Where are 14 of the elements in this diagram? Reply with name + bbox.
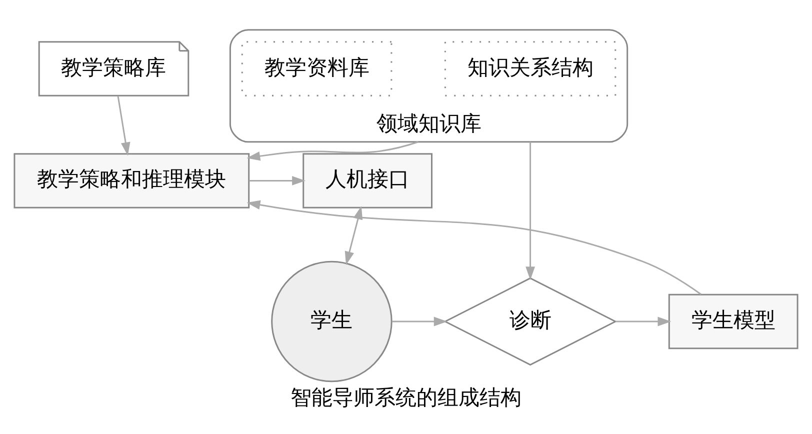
arrow xyxy=(246,200,702,295)
caption: 智能导师系统的组成结构 xyxy=(290,385,522,410)
node-box: 知识关系结构 xyxy=(444,41,616,96)
arrow xyxy=(616,316,672,326)
node-box: 教学策略和推理模块 xyxy=(14,153,250,208)
node-box: 教学资料库 xyxy=(241,41,392,96)
node-diamond: 诊断 xyxy=(444,277,618,366)
arrow xyxy=(392,316,448,326)
node-box: 人机接口 xyxy=(302,153,432,208)
arrow xyxy=(117,96,130,156)
arrow xyxy=(249,176,306,186)
arrow xyxy=(526,142,535,280)
node-circle: 学生 xyxy=(271,260,392,382)
node-box: 学生模型 xyxy=(668,294,798,350)
